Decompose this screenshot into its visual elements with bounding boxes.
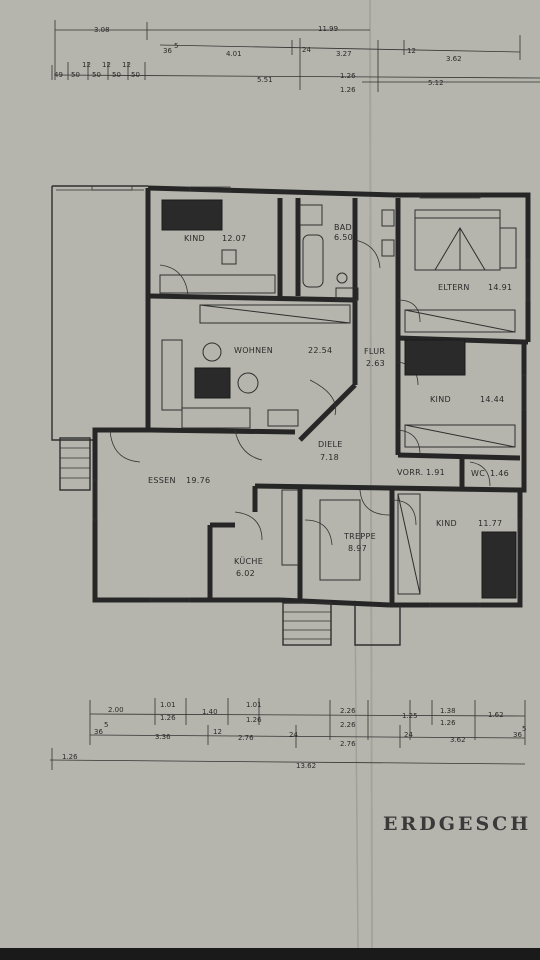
- dimension-label: 36: [94, 728, 103, 736]
- dimension-label: 1.01: [160, 701, 176, 709]
- room-area: 1.46: [490, 469, 509, 478]
- dimension-label: 1.26: [62, 753, 78, 761]
- dimension-label: 1.26: [246, 716, 262, 724]
- dimension-label: 12: [407, 47, 416, 55]
- dimension-label: 3.62: [446, 55, 462, 63]
- room-area: 1.91: [426, 468, 445, 477]
- dimension-label: 3.36: [155, 733, 171, 741]
- dimension-label: 36: [513, 731, 522, 739]
- dimension-label: 5: [174, 42, 178, 50]
- dimension-label: 50: [71, 71, 80, 79]
- dimension-label: 1.62: [488, 711, 504, 719]
- dimension-label: 3.62: [450, 736, 466, 744]
- house-walls: [51, 185, 531, 646]
- room-area: 14.44: [480, 395, 504, 404]
- dimension-label: 5.12: [428, 79, 444, 87]
- dimension-label: 13.62: [296, 762, 316, 770]
- room-area: 8.97: [348, 544, 367, 553]
- sheet-title: ERDGESCH: [383, 813, 531, 835]
- room-name: DIELE: [318, 440, 343, 449]
- dimension-label: 1.01: [246, 701, 262, 709]
- room-name: TREPPE: [343, 532, 376, 541]
- dimension-label: 1.40: [202, 708, 218, 716]
- dimension-label: 11.99: [318, 25, 338, 33]
- room-name: KIND: [184, 234, 205, 243]
- windows: [91, 185, 531, 608]
- dimension-label: 12: [102, 61, 111, 69]
- dimension-label: 24: [302, 46, 311, 54]
- room-labels: KIND 12.07 BAD 6.50 ELTERN 14.91 WOHNEN …: [148, 223, 512, 578]
- dimension-label: 50: [92, 71, 101, 79]
- room-name: WC: [471, 469, 485, 478]
- dimension-label: 4.01: [226, 50, 242, 58]
- top-dimension-chain: 3.08 11.99 36 5 4.01 24 3.27 12 3.62 12 …: [51, 20, 540, 94]
- paper-fold: [354, 599, 359, 948]
- paper-fold: [369, 0, 373, 948]
- dimension-label: 1.38: [440, 707, 456, 715]
- room-area: 22.54: [308, 346, 332, 355]
- room-area: 19.76: [186, 476, 210, 485]
- dimension-label: 1.26: [340, 72, 356, 80]
- dimension-label: 1.25: [402, 712, 418, 720]
- dimension-label: 12: [213, 728, 222, 736]
- room-area: 2.63: [366, 359, 385, 368]
- dimension-label: 50: [131, 71, 140, 79]
- dimension-label: 2.00: [108, 706, 124, 714]
- dimension-label: 3.27: [336, 50, 352, 58]
- dimension-label: 1.26: [340, 86, 356, 94]
- room-area: 6.02: [236, 569, 255, 578]
- doors: [109, 239, 491, 546]
- terrace-outline: [51, 186, 95, 441]
- room-name: VORR.: [397, 468, 424, 477]
- dimension-label: 2.26: [340, 707, 356, 715]
- room-area: 14.91: [488, 283, 512, 292]
- dimension-label: 1.26: [440, 719, 456, 727]
- dimension-label: 36: [163, 47, 172, 55]
- room-name: KÜCHE: [234, 556, 263, 566]
- room-name: KIND: [430, 395, 451, 404]
- dimension-label: 1.26: [160, 714, 176, 722]
- room-name: FLUR: [364, 347, 385, 356]
- dimension-label: 5.51: [257, 76, 273, 84]
- bottom-dimension-chain: 2.00 1.01 1.40 1.01 2.26 1.25 1.38 1.62 …: [49, 698, 526, 770]
- room-area: 12.07: [222, 234, 246, 243]
- dimension-label: 49: [54, 71, 63, 79]
- dimension-label: 5: [522, 725, 526, 733]
- furniture: [159, 199, 517, 599]
- room-name: BAD: [334, 223, 352, 232]
- room-area: 7.18: [320, 453, 339, 462]
- room-name: KIND: [436, 519, 457, 528]
- room-name: WOHNEN: [234, 346, 273, 355]
- dimension-label: 24: [289, 731, 298, 739]
- room-area: 11.77: [478, 519, 502, 528]
- dimension-label: 2.26: [340, 721, 356, 729]
- dimension-label: 24: [404, 731, 413, 739]
- dimension-label: 3.08: [94, 26, 110, 34]
- room-name: ELTERN: [438, 283, 470, 292]
- dimension-label: 2.76: [238, 734, 254, 742]
- room-area: 6.50: [334, 233, 353, 242]
- dimension-label: 5: [104, 721, 108, 729]
- dimension-label: 50: [112, 71, 121, 79]
- dimension-label: 12: [122, 61, 131, 69]
- room-name: ESSEN: [148, 476, 176, 485]
- dimension-label: 2.76: [340, 740, 356, 748]
- dimension-label: 12: [82, 61, 91, 69]
